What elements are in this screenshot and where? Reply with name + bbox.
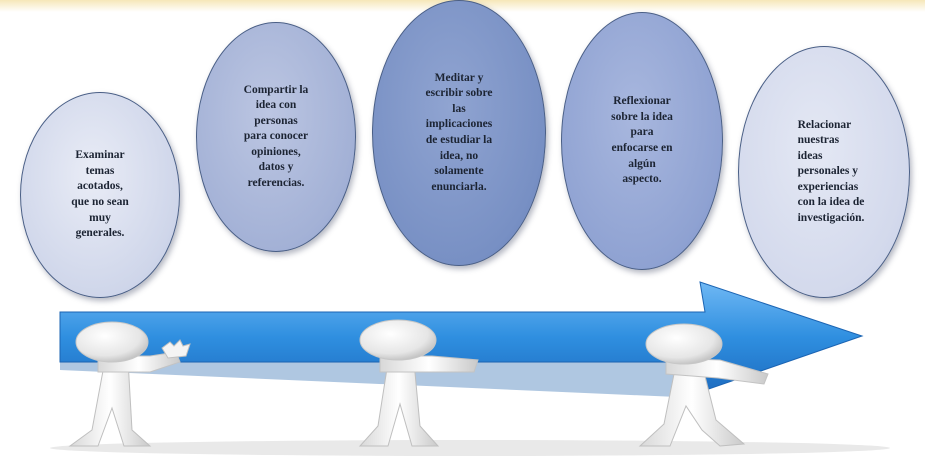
figure-carrier-1 (68, 321, 191, 447)
step-1-text: Examinar temas acotados, que no sean muy… (71, 149, 129, 240)
figure-head-2 (359, 319, 437, 361)
figure-carrier-3 (638, 323, 769, 447)
arrow-shadow (60, 362, 705, 398)
step-5-text: Relacionar nuestras ideas personales y e… (797, 118, 865, 224)
ground-shadow (50, 440, 890, 456)
figure-head-1 (75, 321, 149, 363)
step-bubble-2: Compartir la idea con personas para cono… (196, 22, 356, 252)
figure-head-3 (645, 323, 723, 365)
figure-carrier-2 (358, 319, 479, 447)
step-bubble-3: Meditar y escribir sobre las implicacion… (372, 0, 546, 266)
step-bubble-1: Examinar temas acotados, que no sean muy… (20, 92, 180, 298)
step-4-text: Reflexionar sobre la idea para enfocarse… (611, 95, 673, 186)
step-bubble-4: Reflexionar sobre la idea para enfocarse… (561, 12, 723, 270)
step-2-text: Compartir la idea con personas para cono… (243, 83, 309, 189)
step-3-text: Meditar y escribir sobre las implicacion… (425, 71, 493, 193)
step-bubble-5: Relacionar nuestras ideas personales y e… (738, 46, 910, 298)
